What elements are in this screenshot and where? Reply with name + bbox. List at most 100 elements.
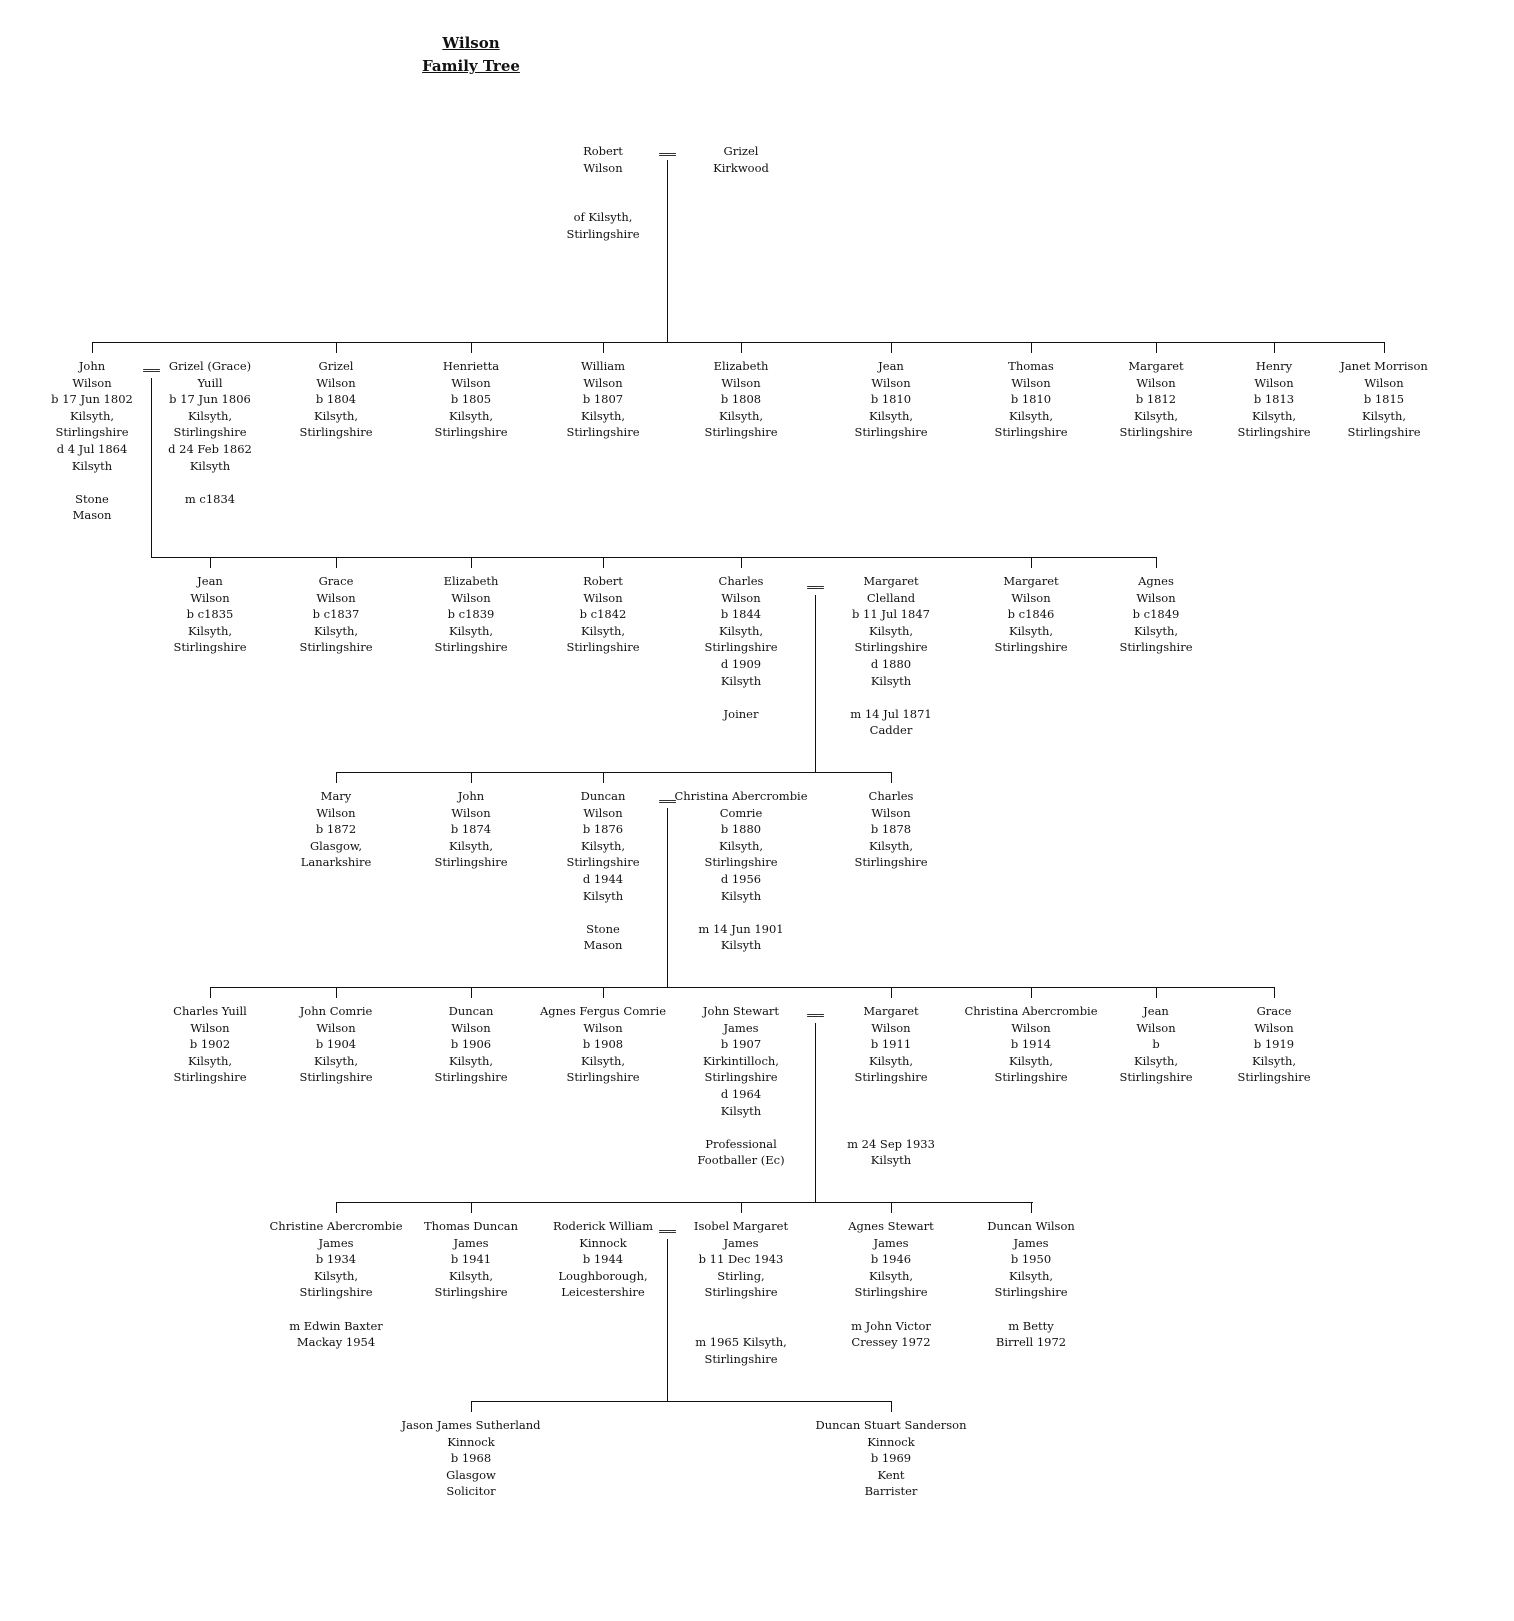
sibling-connector-line (471, 1401, 892, 1402)
person-detail-line: Cadder (869, 723, 913, 738)
descent-connector-line (336, 557, 337, 568)
person-detail-line: Wilson (190, 590, 230, 605)
person-detail-line: Stirlingshire (994, 425, 1068, 440)
person-detail-line: b 1810 (870, 392, 912, 407)
person-detail-line (566, 176, 639, 193)
person-detail-line: Kilsyth, (718, 623, 764, 638)
person-detail-line: Wilson (721, 590, 761, 605)
person-detail-line: Kilsyth, (313, 408, 359, 423)
person-detail-line: Stirlingshire (434, 1285, 508, 1300)
person-detail-line: Kilsyth, (868, 1268, 914, 1283)
person-detail-line: Kent (877, 1467, 905, 1482)
person-detail-line: Stirlingshire (1119, 640, 1193, 655)
person-detail-line: b 1906 (450, 1037, 492, 1052)
person-detail-line: Kinnock (447, 1434, 495, 1449)
sibling-connector-line (151, 557, 1157, 558)
person-detail-line: Jean (878, 359, 904, 373)
person-detail-line: b 1878 (870, 822, 912, 837)
person-detail-line: Wilson (190, 1020, 230, 1035)
descent-connector-line (471, 1401, 472, 1412)
person-detail-line: b 1914 (1010, 1037, 1052, 1052)
person-detail-line: Wilson (871, 805, 911, 820)
person-detail-line: Yuill (197, 375, 223, 390)
descent-connector-line (603, 772, 604, 783)
person-detail-line: Duncan Wilson (987, 1219, 1075, 1233)
person-detail-line: Margaret (863, 1004, 919, 1018)
descent-connector-line (336, 772, 337, 783)
person-detail-line: Wilson (583, 1020, 623, 1035)
person-detail-line: Grace (318, 574, 354, 588)
person-detail-line (850, 689, 931, 706)
descent-connector-line (667, 160, 668, 342)
person-detail-line: Comrie (719, 805, 763, 820)
person-detail-line: Kinnock (579, 1235, 627, 1250)
person-detail-line: Kilsyth, (1008, 623, 1054, 638)
person-detail-line: Wilson (451, 375, 491, 390)
person-detail-line: Wilson (316, 375, 356, 390)
person-detail-line: Jean (197, 574, 223, 588)
person-detail-line: Jason James Sutherland (401, 1418, 541, 1432)
person-detail-line: Stirlingshire (994, 1285, 1068, 1300)
person-detail-line: d 1944 (582, 871, 624, 886)
person-detail-line: Stirlingshire (704, 640, 778, 655)
person-detail-line: b 1902 (189, 1037, 231, 1052)
person-detail-line (566, 904, 639, 921)
person-detail-line (847, 1086, 935, 1103)
descent-connector-line (603, 342, 604, 353)
person-detail-line: Wilson (1011, 590, 1051, 605)
descent-connector-line (891, 1202, 892, 1213)
person-detail-line: Kilsyth, (187, 408, 233, 423)
person-detail-line: m 14 Jun 1901 (698, 921, 784, 936)
person-detail-line: William (580, 359, 626, 373)
person-detail-line: Kilsyth (582, 888, 624, 903)
person-detail-line: Kilsyth (720, 673, 762, 688)
person-detail-line: James (1013, 1235, 1049, 1250)
person-detail-line: Stirling, (717, 1268, 765, 1283)
person-detail-line: Stirlingshire (1347, 425, 1421, 440)
person-detail-line: Agnes Stewart (848, 1219, 934, 1233)
sibling-connector-line (92, 342, 1385, 343)
descent-connector-line (1031, 1202, 1032, 1213)
person-detail-line: b 1812 (1135, 392, 1177, 407)
person-detail-line: Kilsyth, (718, 838, 764, 853)
person-detail-line: Kilsyth, (1008, 1268, 1054, 1283)
person-detail-line: b 11 Dec 1943 (698, 1252, 784, 1267)
person-detail-line: Stirlingshire (434, 1070, 508, 1085)
person-detail-line: Christina Abercrombie (964, 1004, 1098, 1018)
person-detail-line: Kilsyth, (1361, 408, 1407, 423)
person-detail-line: Kilsyth, (313, 1053, 359, 1068)
descent-connector-line (151, 378, 152, 557)
person-detail-line: Kilsyth, (313, 1268, 359, 1283)
person-detail-line: Kilsyth, (580, 1053, 626, 1068)
person-detail-line (269, 1301, 402, 1318)
person-detail-line: b (1152, 1037, 1160, 1052)
person-detail-line: Kilsyth, (448, 838, 494, 853)
person-detail-line: b 1810 (1010, 392, 1052, 407)
person-detail-line: Kilsyth, (448, 623, 494, 638)
descent-connector-line (1031, 987, 1032, 998)
sibling-connector-line (210, 987, 1275, 988)
person-detail-line: Wilson (451, 590, 491, 605)
person-detail-line: b 1950 (1010, 1252, 1052, 1267)
person-detail-line: Kilsyth, (187, 623, 233, 638)
person-detail-line: b 1934 (315, 1252, 357, 1267)
person-detail-line: Kilsyth (720, 938, 762, 953)
person-detail-line (566, 193, 639, 210)
person-detail-line: Stirlingshire (566, 1070, 640, 1085)
person-detail-line: Clelland (866, 590, 916, 605)
person-detail-line: Grace (1256, 1004, 1292, 1018)
person-detail-line: Kilsyth, (187, 1053, 233, 1068)
descent-connector-line (336, 342, 337, 353)
person-detail-line: Stirlingshire (299, 425, 373, 440)
person-detail-line: Wilson (1136, 1020, 1176, 1035)
person-detail-line: b 17 Jun 1806 (169, 392, 251, 407)
descent-connector-line (1274, 342, 1275, 353)
person-detail-line: Glasgow, (309, 838, 363, 853)
descent-connector-line (1274, 987, 1275, 998)
descent-connector-line (92, 342, 93, 353)
